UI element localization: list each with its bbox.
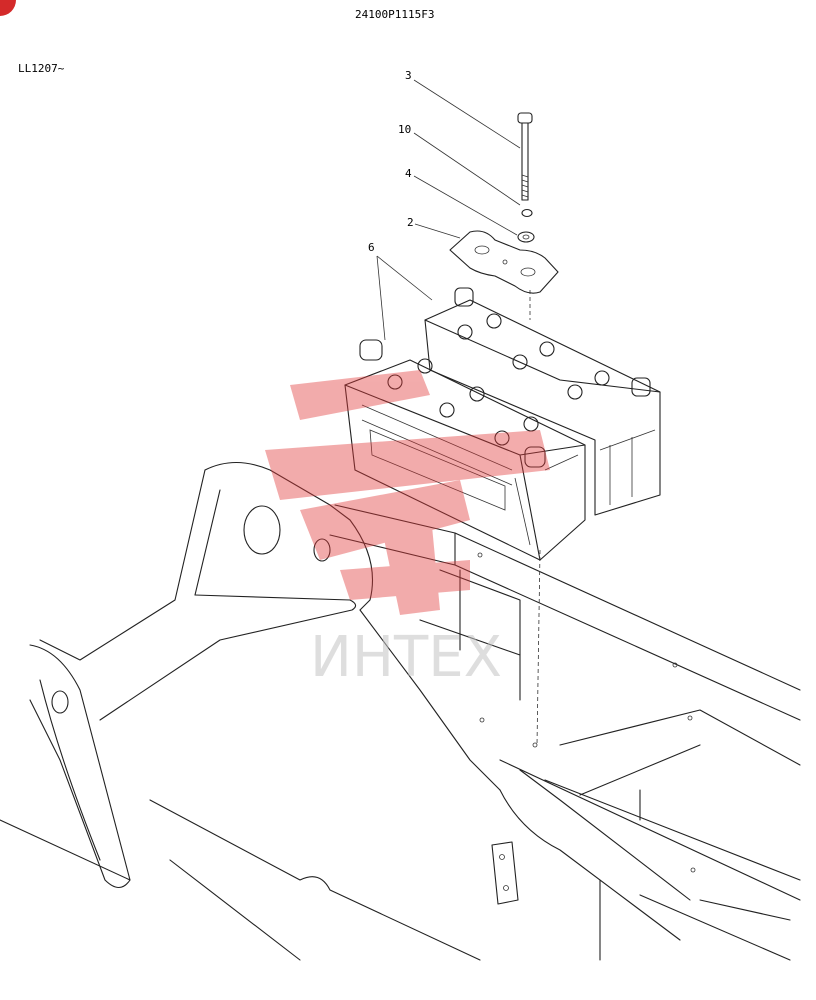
- battery-front: [344, 339, 586, 561]
- bolt: [517, 112, 533, 201]
- corner-marker: [0, 0, 16, 16]
- callout-3: 3: [405, 69, 412, 82]
- machine-frame: [0, 462, 801, 961]
- watermark: ИНТЕХ: [265, 370, 550, 690]
- watermark-text: ИНТЕХ: [310, 625, 502, 690]
- hold-down-plate: [449, 230, 559, 294]
- callout-leaders: [376, 79, 521, 341]
- bolt-axis-line: [529, 290, 541, 746]
- batteries: [344, 287, 661, 561]
- watermark-logo: [265, 370, 550, 615]
- callout-10: 10: [398, 123, 411, 136]
- bracket-block: [491, 841, 519, 905]
- battery-rear: [424, 287, 661, 516]
- spring-washer: [521, 208, 533, 218]
- callout-4: 4: [405, 167, 412, 180]
- washer: [517, 231, 535, 243]
- callout-6: 6: [368, 241, 375, 254]
- callout-2: 2: [407, 216, 414, 229]
- serial-note: LL1207~: [18, 62, 65, 75]
- drawing-number: 24100P1115F3: [355, 8, 434, 21]
